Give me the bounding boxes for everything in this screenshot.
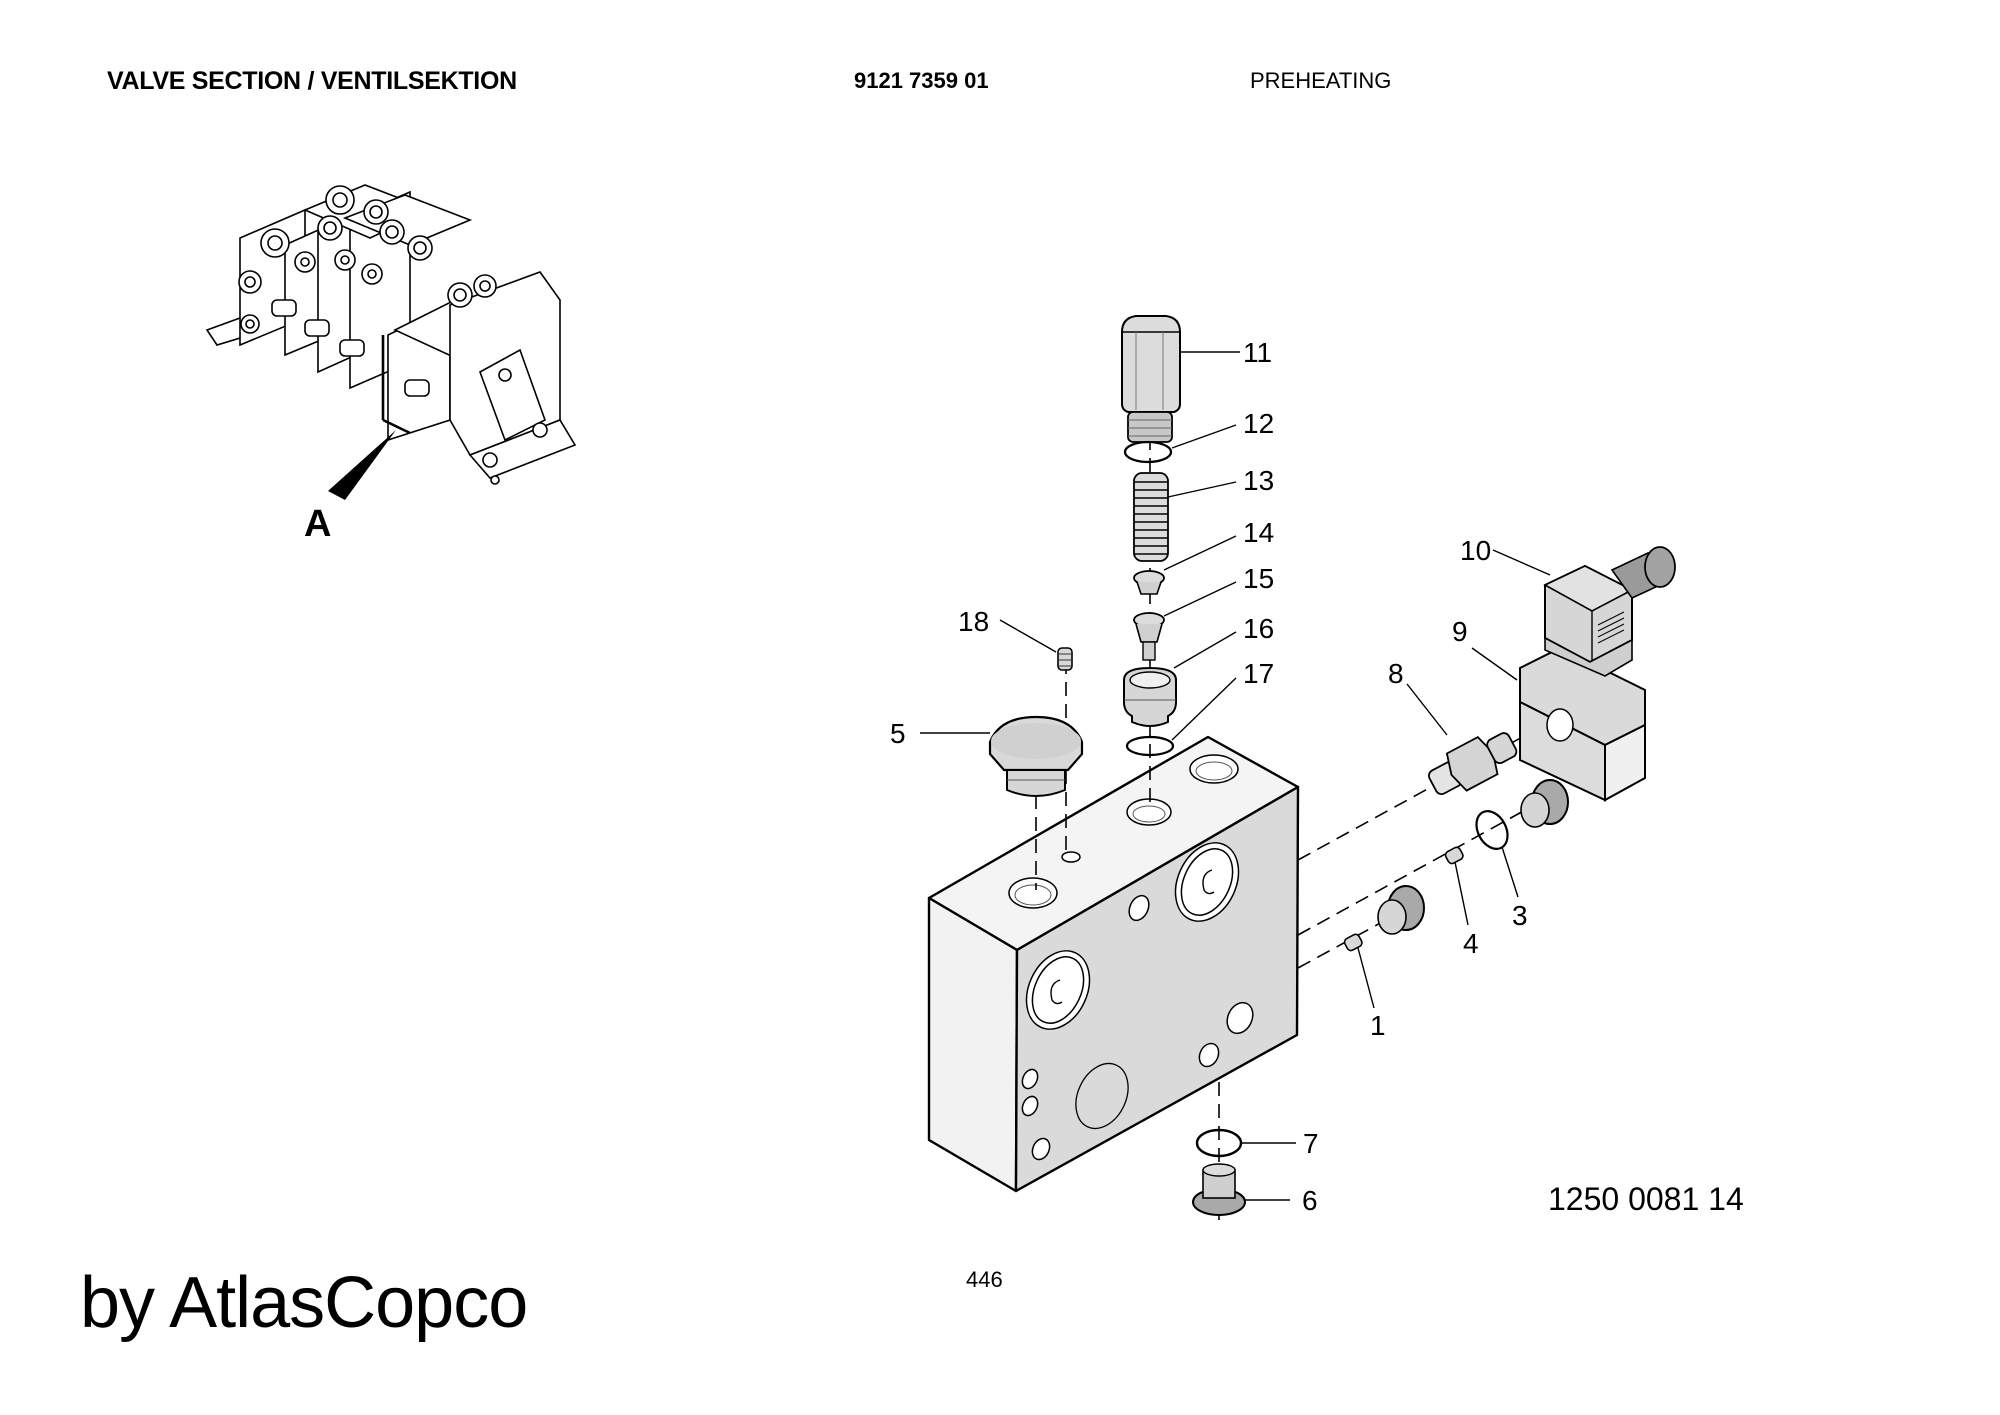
callout-15: 15 xyxy=(1243,563,1274,594)
callout-1: 1 xyxy=(1370,1010,1386,1041)
callout-11: 11 xyxy=(1243,337,1272,368)
part-lower-plug xyxy=(1377,885,1425,935)
part-8-fitting xyxy=(1428,732,1518,795)
callout-3: 3 xyxy=(1512,900,1528,931)
brand-footer: by AtlasCopco xyxy=(80,1263,528,1343)
view-label-a: A xyxy=(304,503,331,545)
part-number: 9121 7359 01 xyxy=(854,68,989,93)
callout-6: 6 xyxy=(1302,1185,1318,1216)
part-3-o-ring xyxy=(1475,810,1509,850)
callout-12: 12 xyxy=(1243,408,1274,439)
callout-labels: 11 12 13 14 15 16 17 18 5 8 9 10 3 4 1 7… xyxy=(890,337,1528,1216)
callout-8: 8 xyxy=(1388,658,1404,689)
callout-17: 17 xyxy=(1243,658,1274,689)
callout-7: 7 xyxy=(1303,1128,1319,1159)
callout-5: 5 xyxy=(890,718,906,749)
part-1-set-screw xyxy=(1343,933,1363,952)
callout-18: 18 xyxy=(958,606,989,637)
view-pointer-arrow xyxy=(328,430,396,500)
callout-4: 4 xyxy=(1463,928,1479,959)
drawing-reference-number: 1250 0081 14 xyxy=(1548,1181,1744,1217)
callout-10: 10 xyxy=(1460,535,1491,566)
part-12-o-ring xyxy=(1123,440,1173,464)
part-9-solenoid-coil xyxy=(1519,646,1646,802)
part-11-cap xyxy=(1121,315,1181,443)
part-10-connector xyxy=(1543,546,1676,677)
page-title: VALVE SECTION / VENTILSEKTION xyxy=(107,67,517,95)
part-6-plug xyxy=(1192,1163,1246,1216)
part-17-o-ring xyxy=(1125,735,1175,757)
callout-14: 14 xyxy=(1243,517,1274,548)
part-16-seat xyxy=(1123,666,1177,727)
part-3-plug xyxy=(1520,779,1569,828)
part-13-spring xyxy=(1133,472,1169,562)
part-18-set-screw xyxy=(1057,647,1073,671)
part-4-set-screw xyxy=(1444,846,1464,865)
overview-assembly-illustration xyxy=(205,184,577,485)
section-name: PREHEATING xyxy=(1250,68,1392,93)
part-5-plug xyxy=(988,715,1084,797)
part-14-spring-seat xyxy=(1133,570,1165,595)
callout-13: 13 xyxy=(1243,465,1274,496)
page-number: 446 xyxy=(966,1267,1003,1292)
leader-lines xyxy=(920,351,1551,1201)
part-15-poppet xyxy=(1133,612,1165,661)
valve-block xyxy=(927,735,1300,1193)
part-7-o-ring xyxy=(1195,1128,1243,1158)
callout-9: 9 xyxy=(1452,616,1468,647)
callout-16: 16 xyxy=(1243,613,1274,644)
